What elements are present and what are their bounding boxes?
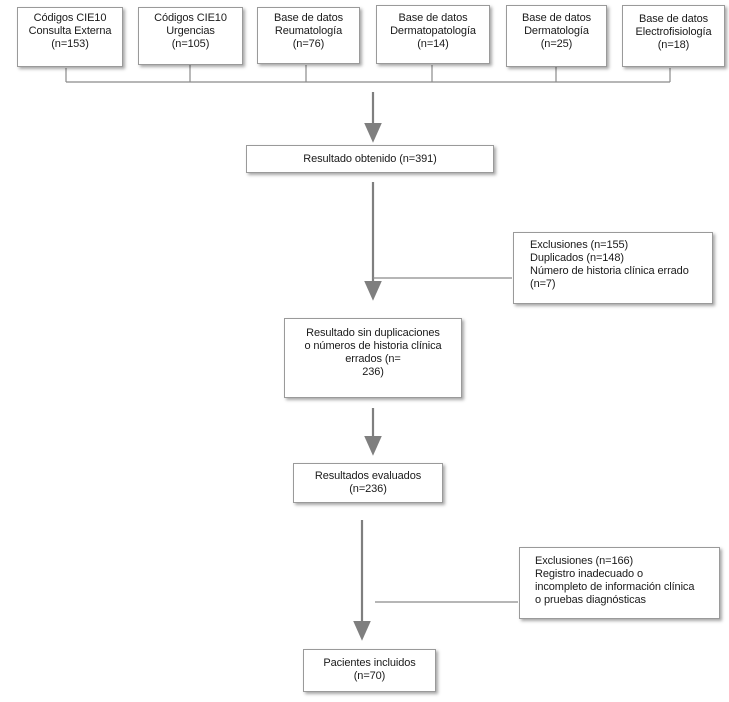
patients-included-box: Pacientes incluidos (n=70) xyxy=(303,649,436,692)
box-text: Pacientes incluidos xyxy=(323,657,416,669)
box-text: Resultado obtenido (n=391) xyxy=(303,153,437,165)
source-box-dermatologia: Base de datos Dermatología (n=25) xyxy=(506,5,607,67)
box-text: Base de datos xyxy=(398,12,468,24)
box-text: incompleto de información clínica xyxy=(535,581,695,593)
box-text: Registro inadecuado o xyxy=(535,568,643,580)
box-text: Códigos CIE10 xyxy=(154,12,227,24)
source-box-dermatopatologia: Base de datos Dermatopatología (n=14) xyxy=(376,5,490,64)
box-text: (n=18) xyxy=(657,39,690,51)
box-text: errados (n= xyxy=(345,353,401,365)
box-text: (n=70) xyxy=(353,670,386,682)
box-text: Resultados evaluados xyxy=(314,470,422,482)
box-text: Base de datos xyxy=(521,12,592,24)
box-text: (n=236) xyxy=(349,483,387,495)
box-text: 236) xyxy=(362,366,384,378)
box-text: Consulta Externa xyxy=(28,25,112,37)
box-text: Dermatología xyxy=(524,25,589,37)
box-text: Exclusiones (n=155) xyxy=(530,239,629,251)
source-box-urgencias: Códigos CIE10 Urgencias (n=105) xyxy=(138,7,243,65)
box-text: (n=25) xyxy=(540,38,573,50)
box-text: Electrofisiología xyxy=(635,26,712,38)
box-text: (n=7) xyxy=(530,278,556,290)
exclusions-2-box: Exclusiones (n=166) Registro inadecuado … xyxy=(519,547,720,619)
box-text: Base de datos xyxy=(273,12,344,24)
box-text: Duplicados (n=148) xyxy=(530,252,624,264)
box-text: Número de historia clínica errado xyxy=(530,265,689,277)
result-obtained-box: Resultado obtenido (n=391) xyxy=(246,145,494,173)
box-text: (n=76) xyxy=(292,38,325,50)
box-text: Resultado sin duplicaciones xyxy=(306,327,440,339)
source-box-electrofisiologia: Base de datos Electrofisiología (n=18) xyxy=(622,5,725,67)
box-text: (n=153) xyxy=(51,38,89,50)
box-text: Urgencias xyxy=(166,25,215,37)
exclusions-1-box: Exclusiones (n=155) Duplicados (n=148) N… xyxy=(513,232,713,304)
source-box-consulta-externa: Códigos CIE10 Consulta Externa (n=153) xyxy=(17,7,123,67)
box-text: Base de datos xyxy=(638,13,709,25)
box-text: o números de historia clínica xyxy=(304,340,442,352)
source-box-reumatologia: Base de datos Reumatología (n=76) xyxy=(257,7,360,64)
results-evaluated-box: Resultados evaluados (n=236) xyxy=(293,463,443,503)
box-text: Dermatopatología xyxy=(390,25,476,37)
box-text: Reumatología xyxy=(274,25,343,37)
box-text: Códigos CIE10 xyxy=(33,12,107,24)
box-text: Exclusiones (n=166) xyxy=(535,555,634,567)
box-text: o pruebas diagnósticas xyxy=(535,594,646,606)
box-text: (n=105) xyxy=(171,38,210,50)
box-text: (n=14) xyxy=(417,38,449,50)
result-dedup-box: Resultado sin duplicaciones o números de… xyxy=(284,318,462,398)
